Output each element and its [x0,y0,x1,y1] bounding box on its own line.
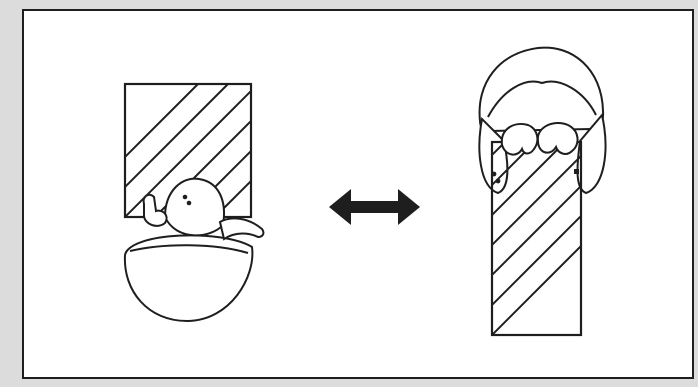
left-figure-right-arm [218,217,265,241]
right-figure-eye-2 [495,178,501,184]
left-figure-arm [142,193,168,227]
right-figure-left-hand [500,123,539,156]
right-figure-mark [574,169,579,174]
right-figure-hood [478,46,605,133]
diagram-canvas [123,46,607,337]
right-figure-left-side [478,116,509,195]
right-figure-right-hand [536,122,579,155]
left-figure-body [123,234,254,323]
left-figure-head [163,177,225,237]
double-headed-arrow-icon [329,189,420,225]
figure-panel [22,9,694,379]
right-figure-eye-1 [491,171,497,177]
right-illustration [478,46,607,337]
left-figure [123,177,265,323]
left-figure-eye-1 [182,194,188,200]
left-illustration [123,82,265,323]
left-figure-eye-2 [186,200,192,206]
